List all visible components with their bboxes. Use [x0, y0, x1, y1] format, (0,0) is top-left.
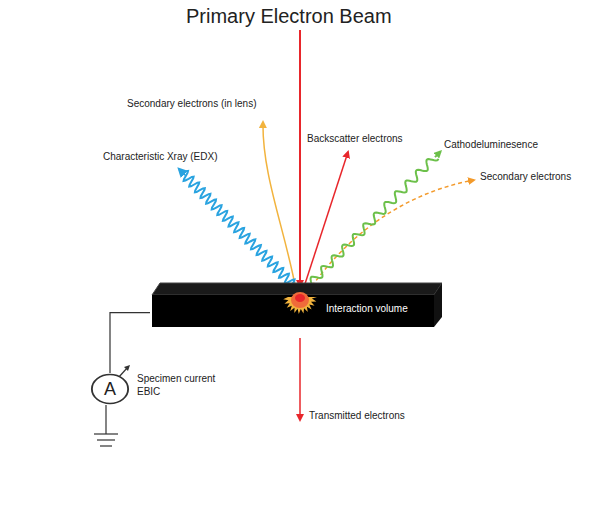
primary-beam — [299, 30, 301, 286]
specimen-block: Interaction volume — [150, 281, 442, 329]
meter-label: EBIC — [137, 386, 160, 398]
meter-label: Specimen current — [137, 373, 215, 385]
signal-label: Transmitted electrons — [309, 410, 405, 422]
signal-label: Secondary electrons (in lens) — [127, 98, 257, 110]
interaction-core — [295, 294, 305, 302]
circuit-wire — [110, 313, 150, 373]
signal-label: Backscatter electrons — [307, 133, 403, 145]
node-label: Interaction volume — [326, 303, 408, 314]
photon-wave — [184, 171, 301, 290]
ground-symbol — [100, 445, 112, 446]
secondary-path — [312, 180, 474, 286]
interaction-core — [291, 292, 309, 308]
meter-letter: A — [90, 373, 130, 405]
ground-symbol — [97, 439, 115, 440]
diagram-title: Primary Electron Beam — [186, 4, 392, 28]
photon-arrow — [435, 151, 441, 157]
signal-label: Secondary electrons — [480, 171, 571, 183]
signal-label: Characteristic Xray (EDX) — [103, 151, 217, 163]
ground-symbol — [94, 433, 118, 434]
ammeter-symbol: A — [90, 373, 130, 405]
meter-needle-head — [124, 365, 130, 371]
photon-wave — [306, 159, 438, 289]
ground-wire — [105, 405, 106, 434]
transmitted-path — [299, 338, 301, 420]
photon-arrow — [179, 169, 185, 175]
slab-side — [434, 283, 442, 327]
signal-label: Cathodeluminesence — [444, 139, 538, 151]
